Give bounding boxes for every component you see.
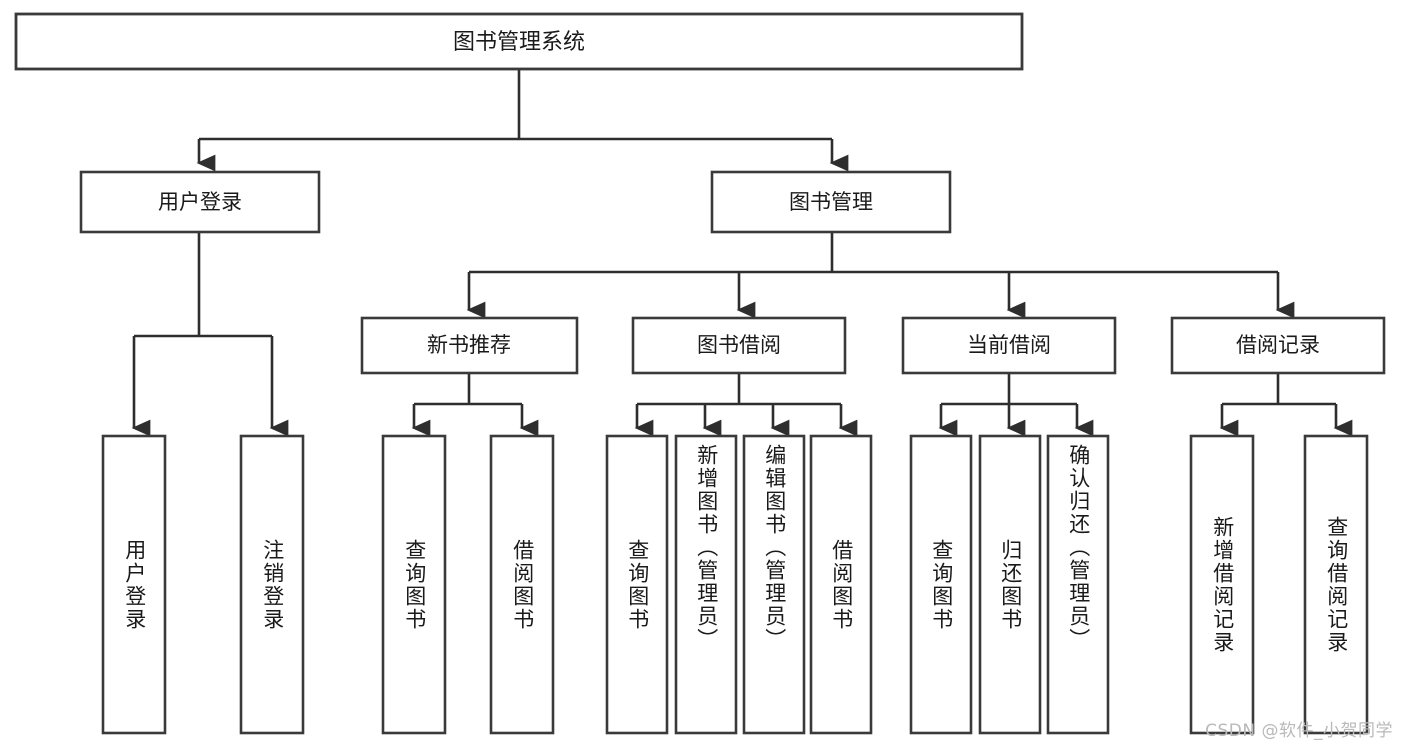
node-book-borrow-label: 图书借阅 (697, 333, 781, 357)
node-current-borrow[interactable]: 当前借阅 (901, 316, 1117, 375)
node-root-label: 图书管理系统 (453, 30, 585, 55)
node-new-book-recommend[interactable]: 新书推荐 (360, 316, 579, 375)
leaf-box-book-borrow-1[interactable] (674, 434, 738, 735)
leaf-box-current-borrow-2[interactable] (1046, 434, 1110, 735)
node-book-manage-box[interactable] (710, 170, 952, 234)
node-current-borrow-label: 当前借阅 (967, 333, 1051, 357)
node-borrow-record-box[interactable] (1170, 316, 1386, 375)
connector-group (131, 69, 1353, 437)
watermark-text: CSDN @软件_小贺同学 (1205, 721, 1393, 741)
leaf-box-new-book-0[interactable] (381, 434, 447, 735)
node-user-login[interactable]: 用户登录 (79, 170, 321, 234)
node-root[interactable]: 图书管理系统 (14, 12, 1024, 71)
node-user-login-label: 用户登录 (158, 190, 242, 214)
leaf-box-book-borrow-2[interactable] (742, 434, 806, 735)
node-borrow-record-label: 借阅记录 (1236, 333, 1320, 357)
node-new-book-recommend-box[interactable] (360, 316, 579, 375)
node-book-borrow[interactable]: 图书借阅 (631, 316, 847, 375)
leaf-box-user-login-1[interactable] (239, 434, 305, 735)
node-borrow-record[interactable]: 借阅记录 (1170, 316, 1386, 375)
node-book-manage-label: 图书管理 (789, 190, 873, 214)
leaf-box-borrow-record-1[interactable] (1303, 434, 1369, 735)
leaf-box-user-login-0[interactable] (101, 434, 167, 735)
leaf-box-book-borrow-3[interactable] (809, 434, 873, 735)
node-book-manage[interactable]: 图书管理 (710, 170, 952, 234)
leaf-box-current-borrow-1[interactable] (978, 434, 1042, 735)
leaf-box-book-borrow-0[interactable] (605, 434, 669, 735)
node-current-borrow-box[interactable] (901, 316, 1117, 375)
leaf-box-borrow-record-0[interactable] (1189, 434, 1255, 735)
node-book-borrow-box[interactable] (631, 316, 847, 375)
node-new-book-recommend-label: 新书推荐 (427, 333, 511, 357)
node-root-box[interactable] (14, 12, 1024, 71)
leaf-box-current-borrow-0[interactable] (909, 434, 973, 735)
node-user-login-box[interactable] (79, 170, 321, 234)
leaf-box-new-book-1[interactable] (489, 434, 555, 735)
